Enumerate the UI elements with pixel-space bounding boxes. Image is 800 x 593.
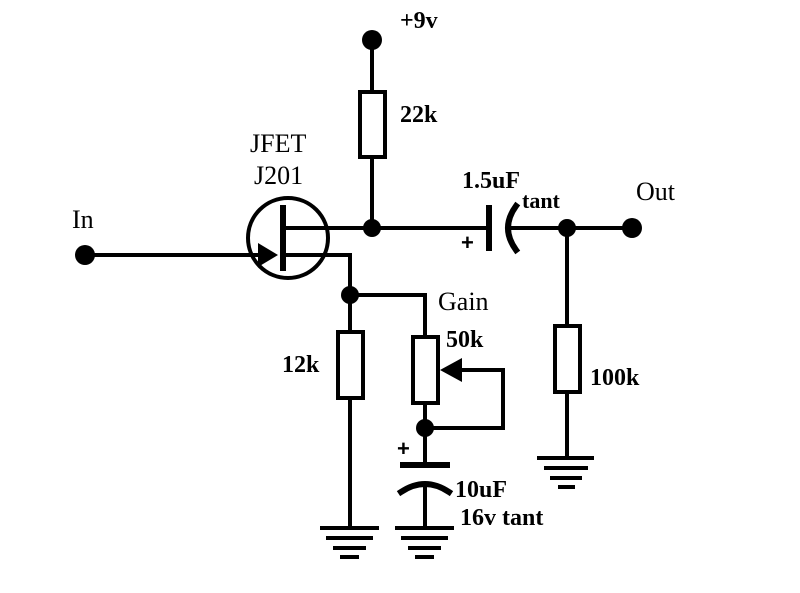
output-cap-type-label: tant — [522, 188, 561, 213]
jfet-type-label: JFET — [250, 129, 306, 158]
drain-resistor — [358, 90, 387, 159]
input-label: In — [72, 205, 94, 234]
ground-symbol-source — [320, 526, 379, 559]
drain-resistor-label: 22k — [400, 102, 438, 128]
gain-label: Gain — [438, 287, 489, 316]
jfet-part-label: J201 — [254, 161, 303, 190]
pot-wiper-arrow-icon — [440, 358, 462, 382]
bypass-cap-type-label: 16v tant — [460, 505, 543, 531]
load-resistor-label: 100k — [590, 365, 640, 391]
output-terminal — [622, 218, 642, 238]
gain-potentiometer — [411, 335, 440, 405]
jfet-transistor — [246, 196, 352, 280]
pot-value-label: 50k — [446, 327, 484, 353]
ground-symbol-bypass — [395, 526, 454, 559]
load-resistor — [553, 324, 582, 394]
drain-junction — [363, 219, 381, 237]
bypass-cap-label: 10uF — [455, 477, 507, 503]
output-cap-label: 1.5uF — [462, 168, 520, 194]
output-cap-polarity: + — [461, 230, 474, 255]
source-resistor-label: 12k — [282, 352, 320, 378]
ground-symbol-load — [537, 456, 594, 489]
output-label: Out — [636, 177, 676, 206]
supply-label: +9v — [400, 8, 438, 34]
bypass-cap-polarity: + — [397, 436, 410, 461]
gate-arrow-icon — [258, 243, 278, 267]
pot-wiper-wire — [423, 368, 505, 430]
source-resistor — [336, 330, 365, 400]
